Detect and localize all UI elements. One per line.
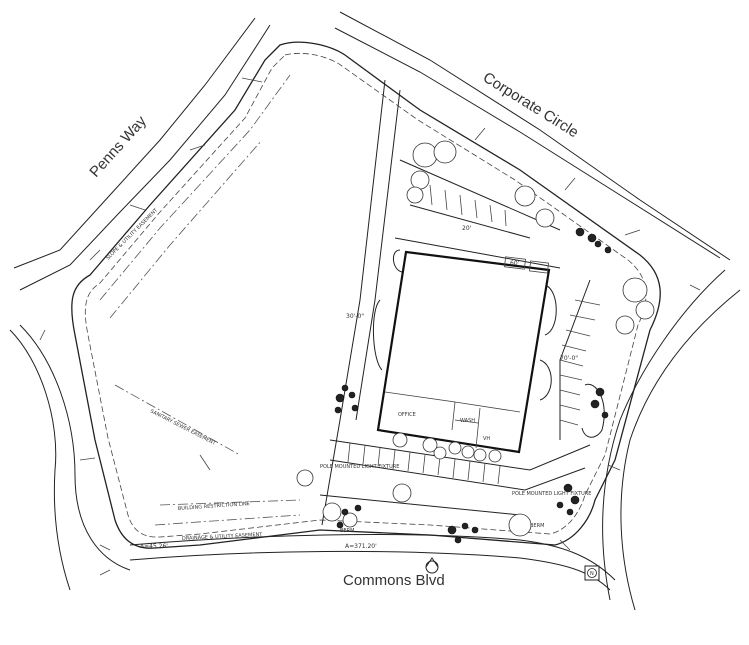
label-station-left: A=45.26' [140, 543, 168, 550]
north-arrow-icon: N [584, 565, 600, 581]
label-vh: VH [483, 436, 490, 442]
entrance-marker [425, 557, 439, 574]
label-slope-easement: SLOPE & UTILITY EASEMENT [105, 207, 160, 262]
label-berm-right: BERM [530, 523, 544, 529]
label-pole-light-left: POLE MOUNTED LIGHT FIXTURE [320, 464, 399, 470]
label-wash: WASH [460, 418, 475, 424]
label-sanitary-sewer-easement: SANITARY SEWER EASEMENT [149, 408, 217, 447]
label-dimension-right: 70'-0" [560, 355, 578, 362]
label-dimension-ft: 60' [510, 260, 520, 267]
label-dimension-entry: 20' [462, 225, 472, 232]
label-station-bottom: A=371.20' [345, 543, 377, 550]
label-office: OFFICE [398, 412, 416, 418]
label-building-restriction-line: BUILDING RESTRICTION LINE [178, 501, 250, 512]
shrubs [334, 227, 612, 544]
street-label-commons-blvd: Commons Blvd [343, 572, 445, 589]
property-boundary [71, 41, 661, 549]
label-pole-light-right: POLE MOUNTED LIGHT FIXTURE [512, 491, 591, 497]
street-label-penns-way: Penns Way [86, 112, 150, 180]
label-dimension-top: 30'-0" [346, 313, 364, 320]
building [376, 250, 551, 454]
street-label-corporate-circle: Corporate Circle [480, 69, 582, 141]
survey-marks [39, 77, 701, 576]
site-layout [114, 79, 605, 526]
label-drainage-utility-easement: DRAINAGE & UTILITY EASEMENT [182, 532, 264, 542]
road-lines [9, 11, 741, 611]
label-berm-left: BERM [340, 528, 354, 534]
trees [296, 140, 655, 537]
north-label: N [590, 571, 594, 577]
